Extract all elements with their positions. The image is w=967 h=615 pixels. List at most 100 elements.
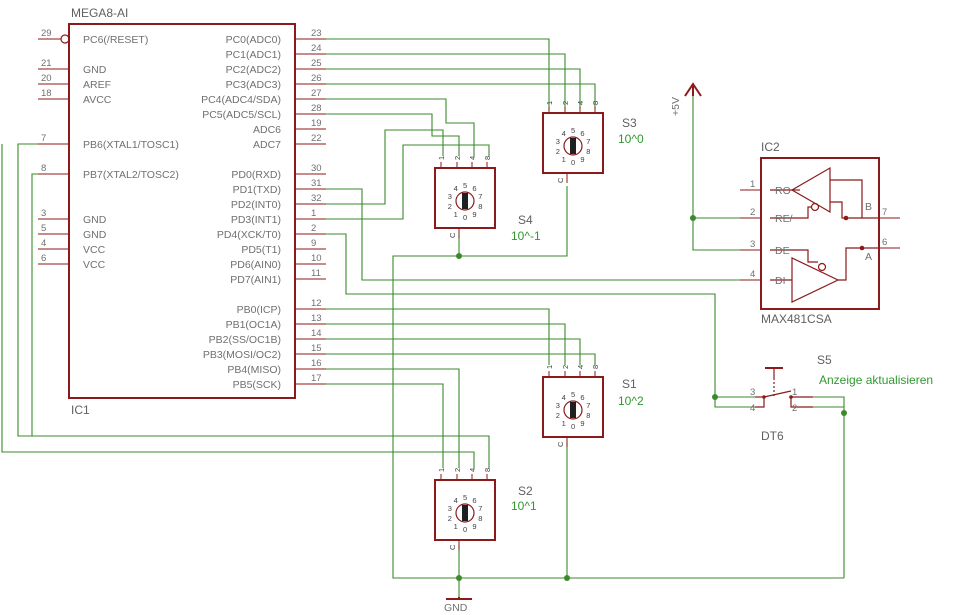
- rotary-dial-digit: 0: [571, 422, 575, 431]
- ic1-pin-label: PC4(ADC4/SDA): [201, 94, 281, 106]
- rotary-dial-digit: 1: [562, 155, 566, 164]
- ic2-pin-label: DE: [775, 245, 790, 257]
- ic1-pin-number: 9: [311, 238, 316, 249]
- rotary-dial: [455, 503, 475, 523]
- rotary-pin-label: 2: [453, 468, 462, 472]
- rotary-dial-digit: 5: [463, 181, 467, 190]
- rotary-dial: [563, 136, 583, 156]
- supply-5v: +5V: [670, 82, 702, 116]
- wire-pc5: [311, 113, 460, 156]
- wire-pd1: [311, 188, 755, 281]
- ic1-pin-number: 11: [311, 268, 321, 279]
- ic1-pin-number: 4: [41, 238, 46, 249]
- junction-dot: [564, 575, 570, 581]
- rotary-dial-digit: 2: [448, 514, 452, 523]
- s1-value-label: 10^2: [618, 394, 644, 408]
- rotary-pin-label: 4: [576, 365, 585, 369]
- rotary-dial-digit: 3: [556, 137, 560, 146]
- rotary-dial-digit: 2: [556, 411, 560, 420]
- ic1-pin-label: PD3(INT1): [231, 214, 281, 226]
- junction-dot: [690, 215, 696, 221]
- rotary-pointer: [570, 402, 576, 418]
- wire-s5-24: [813, 406, 845, 578]
- ic1-pin-label: PC1(ADC1): [226, 49, 281, 61]
- rotary-dial-digit: 1: [454, 210, 458, 219]
- junction-dot: [456, 253, 462, 259]
- wire-pc4: [311, 98, 475, 156]
- ic2-pin-number: 3: [750, 239, 755, 250]
- wire-pc3: [311, 83, 596, 109]
- rotary-pin-label: 8: [591, 101, 600, 105]
- s5-package-label: DT6: [761, 429, 784, 443]
- ic1-pin-number: 19: [311, 118, 322, 129]
- ic1-pin-label: ADC6: [253, 124, 281, 136]
- wire-pb1: [311, 323, 566, 365]
- ic1-pin-label: PC2(ADC2): [226, 64, 281, 76]
- rotary-dial-digit: 4: [454, 184, 458, 193]
- wire-s3-common: [392, 186, 844, 579]
- ic2-pin-label: A: [865, 251, 872, 263]
- rotary-dial-digit: 9: [580, 419, 584, 428]
- rotary-pointer: [570, 138, 576, 154]
- re-bubble: [810, 202, 820, 212]
- rotary-dial-digit: 3: [556, 401, 560, 410]
- s2-name-label: S2: [518, 484, 533, 498]
- ic1-pin-number: 31: [311, 178, 322, 189]
- junction-dot: [712, 394, 718, 400]
- wire-pb0: [311, 308, 550, 365]
- s3-name-label: S3: [622, 116, 637, 130]
- rotary-dial-digit: 2: [556, 147, 560, 156]
- ic1-pin-number: 10: [311, 253, 322, 264]
- rotary-common-label: C: [556, 441, 565, 447]
- wire-pb5: [311, 383, 444, 468]
- wire-pc0: [311, 38, 550, 109]
- s4-name-label: S4: [518, 213, 533, 227]
- ic1-pin-label: PB6(XTAL1/TOSC1): [83, 139, 179, 151]
- rotary-dial: [455, 191, 475, 211]
- rotary-dial-digit: 4: [562, 129, 566, 138]
- ic1-pin-label: AVCC: [83, 94, 112, 106]
- wire-pb7b: [1, 144, 475, 468]
- ic2-pin-number: 7: [882, 207, 887, 218]
- ic1-pin-label: VCC: [83, 244, 106, 256]
- ic1-pin-label: PD2(INT0): [231, 199, 281, 211]
- ic1-pin-label: PC0(ADC0): [226, 34, 281, 46]
- wire-s5-2b: [813, 396, 845, 407]
- ic1-pin-label: PB2(SS/OC1B): [209, 334, 281, 346]
- s5-name-label: S5: [817, 353, 832, 367]
- ic1-pin-number: 13: [311, 313, 322, 324]
- ic1-pin-label: VCC: [83, 259, 106, 271]
- ic2-pin-label: DI: [775, 275, 786, 287]
- rotary-dial-digit: 6: [472, 184, 476, 193]
- rotary-dial-digit: 5: [571, 126, 575, 135]
- ic1-pin-number: 14: [311, 328, 322, 339]
- ic1-name-label: IC1: [71, 403, 90, 417]
- rotary-common-label: C: [556, 177, 565, 183]
- ic2-pin-number: 6: [882, 237, 887, 248]
- rotary-pin-label: 8: [591, 365, 600, 369]
- s1-name-label: S1: [622, 377, 637, 391]
- ic1-pin-label: PB3(MOSI/OC2): [203, 349, 281, 361]
- rotary-dial-digit: 5: [571, 390, 575, 399]
- rotary-dial-digit: 0: [463, 525, 467, 534]
- receiver-triangle: [790, 166, 831, 214]
- ic1-pin-label: GND: [83, 229, 107, 241]
- rotary-pin-label: 2: [561, 365, 570, 369]
- rotary-pin-label: 1: [437, 468, 446, 472]
- ic1-pin-label: ADC7: [253, 139, 281, 151]
- rotary-dial-digit: 5: [463, 493, 467, 502]
- ic1-pin-label: PB4(MISO): [227, 364, 281, 376]
- wire-pc1: [311, 53, 566, 109]
- rotary-dial-digit: 7: [586, 137, 590, 146]
- rotary-dial-digit: 6: [580, 393, 584, 402]
- ic1-pin-label: PD6(AIN0): [230, 259, 281, 271]
- ic1-pin-number: 18: [41, 88, 52, 99]
- junction-dot: [841, 410, 847, 416]
- ic2-pin-number: 4: [750, 269, 755, 280]
- rotary-dial-digit: 7: [478, 192, 482, 201]
- rotary-dial-digit: 8: [586, 147, 590, 156]
